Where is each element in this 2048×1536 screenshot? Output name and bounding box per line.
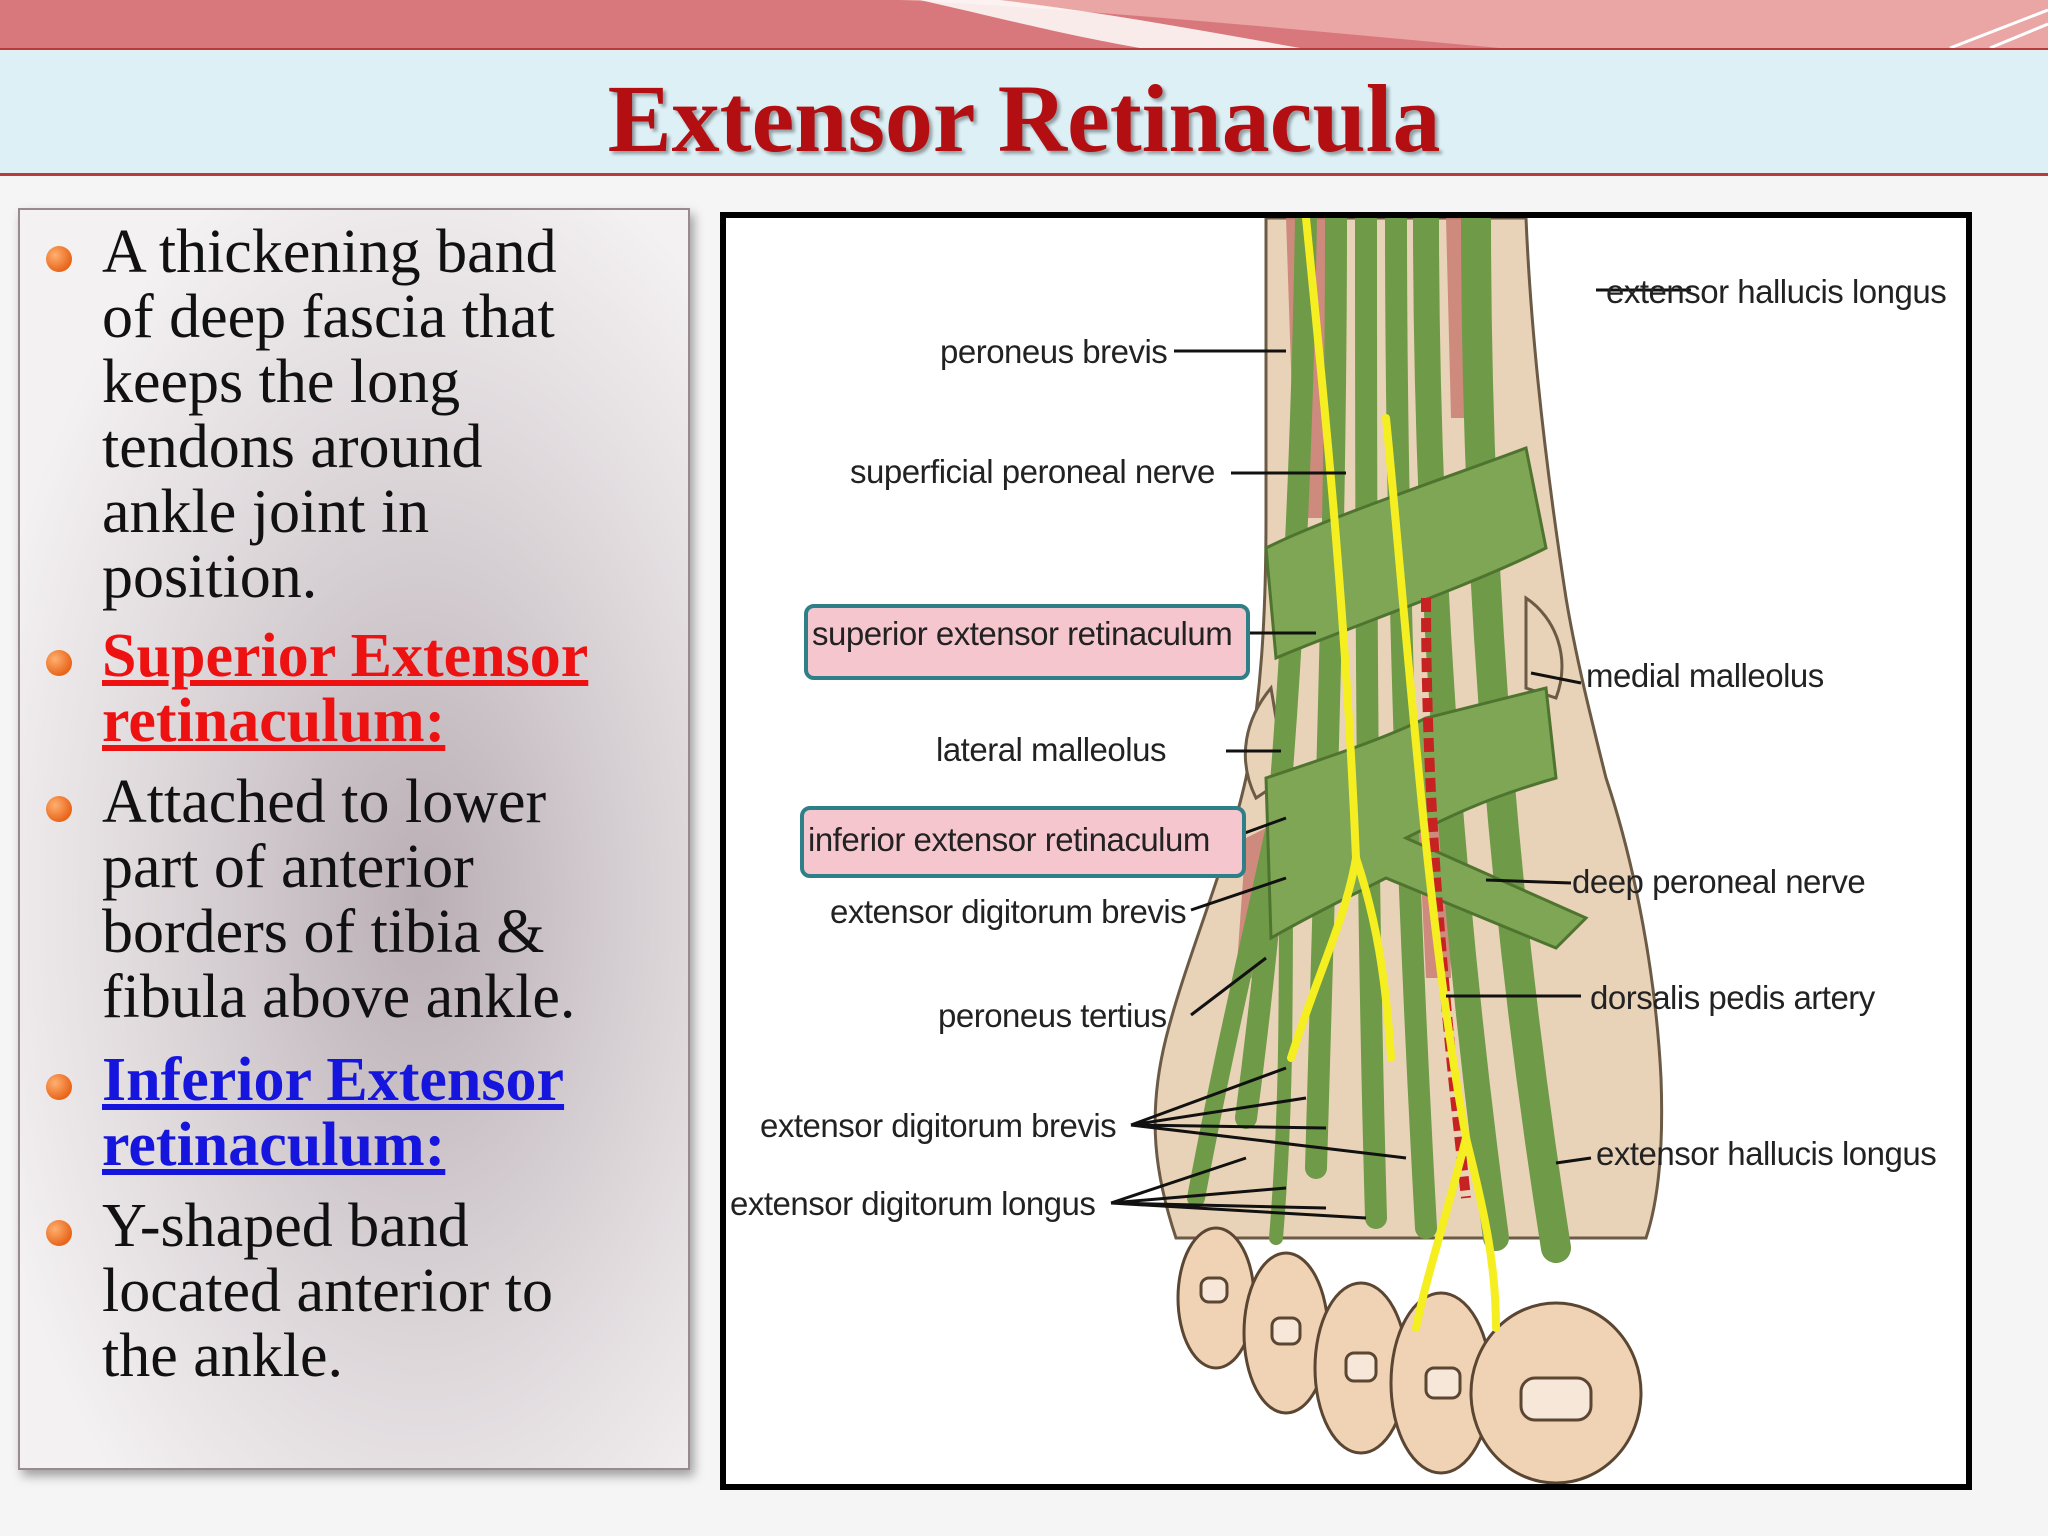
toes xyxy=(1176,1226,1643,1484)
toenails xyxy=(1199,1276,1593,1422)
bullet-dot-icon xyxy=(46,650,72,676)
bullet-text: Y-shaped band located anterior to the an… xyxy=(102,1192,554,1390)
inferior-retinaculum-heading: Inferior Extensor retinaculum: xyxy=(102,1046,565,1179)
inferior-retinaculum-highlight xyxy=(800,806,1246,878)
foot-anatomy-figure: peroneus brevis superficial peroneal ner… xyxy=(720,212,1972,1490)
label-deep-peroneal-nerve: deep peroneal nerve xyxy=(1572,863,1866,900)
bullet-text: Attached to lower part of anterior borde… xyxy=(102,768,576,1031)
label-superficial-peroneal-nerve: superficial peroneal nerve xyxy=(850,453,1215,490)
label-peroneus-tertius: peroneus tertius xyxy=(938,997,1167,1034)
label-extensor-digitorum-brevis-lower: extensor digitorum brevis xyxy=(760,1107,1117,1144)
superior-retinaculum-highlight xyxy=(804,604,1250,680)
label-superior-extensor-retinaculum: superior extensor retinaculum xyxy=(812,615,1233,652)
label-dorsalis-pedis-artery: dorsalis pedis artery xyxy=(1590,979,1875,1016)
top-accent-band xyxy=(0,0,2048,48)
bullet-dot-icon xyxy=(46,1074,72,1100)
nerves xyxy=(1287,218,1500,1332)
bullet-dot-icon xyxy=(46,796,72,822)
label-inferior-extensor-retinaculum: inferior extensor retinaculum xyxy=(808,821,1210,858)
dorsalis-pedis-artery xyxy=(1421,597,1471,1199)
label-lateral-malleolus: lateral malleolus xyxy=(936,731,1166,768)
bullet-dot-icon xyxy=(46,1220,72,1246)
label-extensor-digitorum-brevis-upper: extensor digitorum brevis xyxy=(830,893,1187,930)
label-extensor-hallucis-longus-top: extensor hallucis longus xyxy=(1606,273,1947,310)
leader-lines xyxy=(1110,288,1691,1220)
superior-retinaculum-heading: Superior Extensor retinaculum: xyxy=(102,622,589,755)
foot-illustration xyxy=(1110,218,1691,1484)
title-bar xyxy=(0,48,2048,176)
bullet-dot-icon xyxy=(46,246,72,272)
label-extensor-hallucis-longus-bottom: extensor hallucis longus xyxy=(1596,1135,1937,1172)
slide-title: Extensor Retinacula xyxy=(607,65,1441,172)
label-medial-malleolus: medial malleolus xyxy=(1586,657,1824,694)
bullet-text: A thickening band of deep fascia that ke… xyxy=(102,218,557,611)
text-panel: A thickening band of deep fascia that ke… xyxy=(18,208,690,1470)
label-peroneus-brevis: peroneus brevis xyxy=(940,333,1168,370)
label-extensor-digitorum-longus: extensor digitorum longus xyxy=(730,1185,1096,1222)
